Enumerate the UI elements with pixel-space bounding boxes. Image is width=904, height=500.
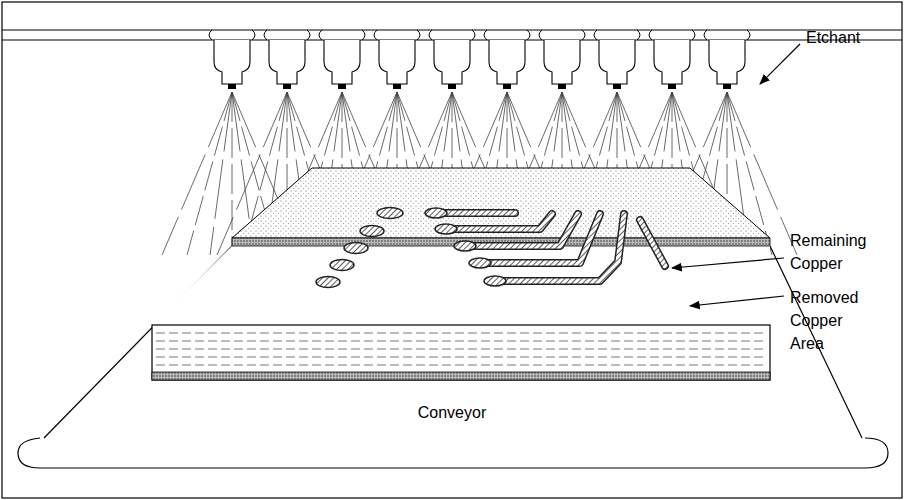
nozzle-tip <box>448 84 456 89</box>
nozzle-tip <box>228 84 236 89</box>
spray-nozzle <box>654 40 690 84</box>
spray-nozzle <box>379 40 415 84</box>
substrate-layer <box>156 365 766 366</box>
nozzle-coupling <box>649 30 695 40</box>
substrate-layers <box>156 333 766 365</box>
nozzle-tip <box>558 84 566 89</box>
part-label: Removed Copper Area <box>790 286 874 355</box>
spray-nozzle <box>709 40 745 84</box>
substrate-layer <box>156 341 766 342</box>
board-bottom-copper <box>152 372 770 380</box>
board-top <box>152 246 770 325</box>
nozzle-coupling <box>429 30 475 40</box>
nozzle-tip <box>338 84 346 89</box>
copper-traces <box>436 213 665 281</box>
part-label: Remaining Copper <box>790 229 874 275</box>
nozzle-coupling <box>264 30 310 40</box>
spray-nozzle <box>214 40 250 84</box>
etchant-spray <box>187 92 232 255</box>
etchant-spray <box>210 92 232 255</box>
conveyor-belt <box>18 438 888 468</box>
spray-group <box>162 92 797 255</box>
copper-pads <box>316 208 506 288</box>
etchant-spray <box>162 92 232 255</box>
leader-arrow <box>690 296 784 306</box>
nozzle-coupling <box>484 30 530 40</box>
board-substrate <box>152 325 770 380</box>
spray-nozzle <box>599 40 635 84</box>
nozzle-coupling <box>209 30 255 40</box>
nozzle-tip <box>283 84 291 89</box>
nozzle-tip <box>723 84 731 89</box>
nozzle-coupling <box>704 30 750 40</box>
nozzle-tip <box>503 84 511 89</box>
spray-pipe <box>2 29 902 30</box>
substrate-layer <box>156 357 766 358</box>
spray-nozzle <box>489 40 525 84</box>
nozzle-coupling <box>319 30 365 40</box>
etchant-spray <box>232 92 233 255</box>
nozzle-coupling <box>539 30 585 40</box>
nozzle-tip <box>393 84 401 89</box>
copper-sheet <box>232 168 770 238</box>
nozzle-group <box>209 30 750 89</box>
spray-nozzle <box>324 40 360 84</box>
leader-arrow <box>760 44 800 84</box>
nozzle-coupling <box>374 30 420 40</box>
spray-label: Etchant <box>806 26 896 49</box>
nozzle-tip <box>668 84 676 89</box>
leader-arrow <box>672 258 784 268</box>
substrate-layer <box>156 349 766 350</box>
spray-nozzle <box>269 40 305 84</box>
nozzle-coupling <box>594 30 640 40</box>
part-label: Conveyor <box>352 401 552 424</box>
substrate-layer <box>156 333 766 334</box>
nozzle-tip <box>613 84 621 89</box>
spray-nozzle <box>544 40 580 84</box>
spray-nozzle <box>434 40 470 84</box>
